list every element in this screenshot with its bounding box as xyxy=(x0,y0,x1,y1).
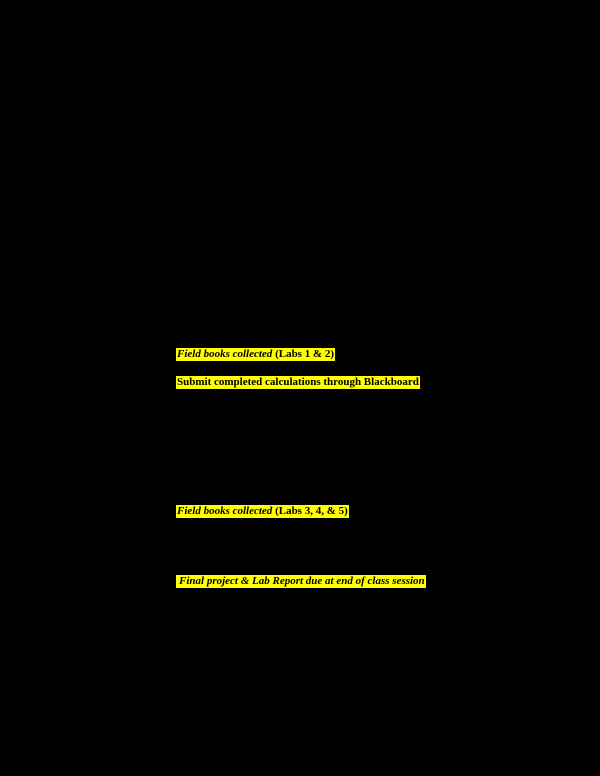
note-text: Submit completed calculations through Bl… xyxy=(177,376,419,388)
highlighted-note-submit-calculations: Submit completed calculations through Bl… xyxy=(176,376,420,389)
note-italic-text: Field books collected xyxy=(177,505,273,517)
note-italic-text: Final project & Lab Report due at end of… xyxy=(179,575,425,587)
note-text: (Labs 3, 4, & 5) xyxy=(272,505,348,517)
highlighted-note-field-books-labs-3-4-5: Field books collected (Labs 3, 4, & 5) xyxy=(176,505,349,518)
note-italic-text: Field books collected xyxy=(177,348,273,360)
highlighted-note-field-books-labs-1-2: Field books collected (Labs 1 & 2) xyxy=(176,348,336,361)
note-text: (Labs 1 & 2) xyxy=(272,348,335,360)
highlighted-note-final-project: Final project & Lab Report due at end of… xyxy=(176,575,426,588)
